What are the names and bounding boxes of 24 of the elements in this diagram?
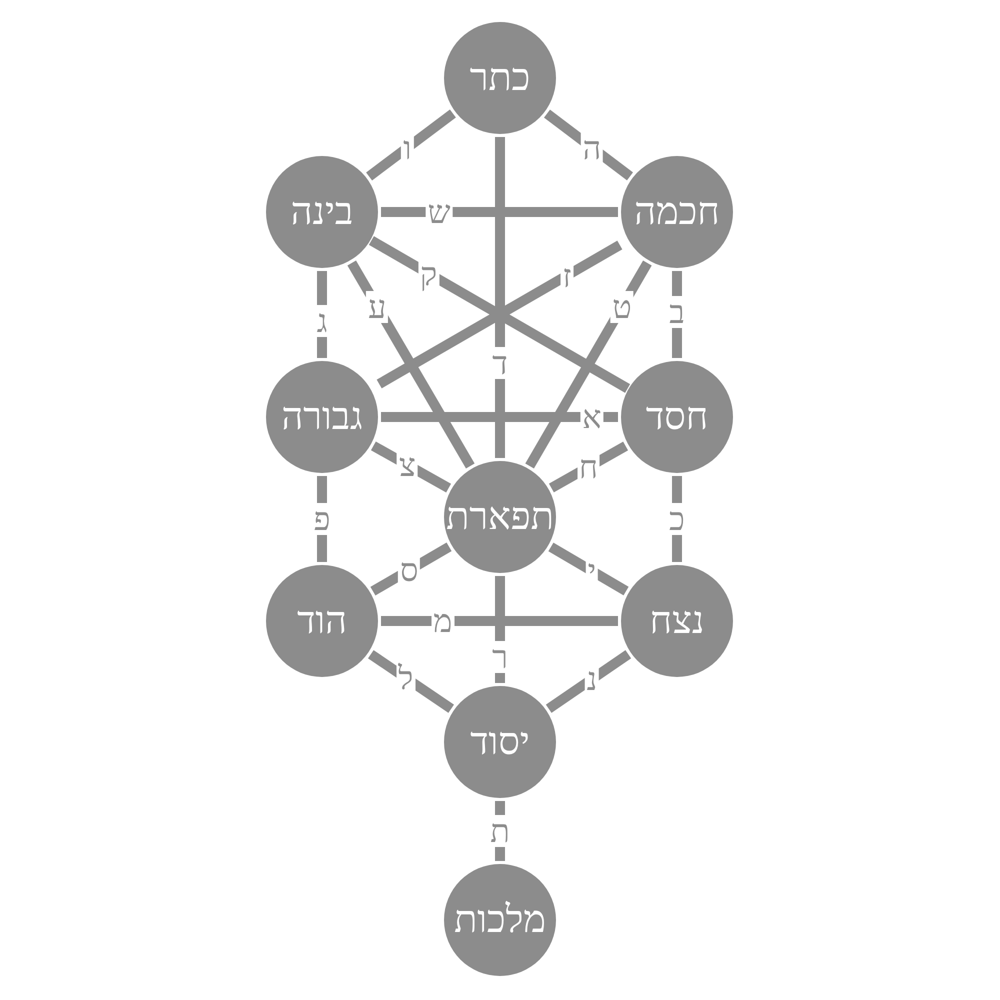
circle-node: כתר bbox=[444, 22, 556, 134]
circle-node: נצח bbox=[621, 565, 733, 677]
circle-node: בינה bbox=[266, 156, 378, 268]
edge-label: ה bbox=[580, 132, 604, 164]
connector-line bbox=[381, 207, 618, 217]
circle-node: הוד bbox=[266, 565, 378, 677]
connector-line bbox=[495, 137, 505, 458]
edge-label: ט bbox=[610, 290, 634, 323]
circle-node: גבורה bbox=[266, 361, 378, 473]
circle-node: חסד bbox=[621, 361, 733, 473]
edge-label: ג bbox=[314, 304, 330, 337]
connector-line bbox=[525, 260, 652, 469]
connector-line bbox=[347, 260, 475, 469]
connector-line bbox=[368, 650, 454, 713]
circle-node: תפארת bbox=[444, 461, 556, 573]
circle-node: חכמה bbox=[621, 156, 733, 268]
circle-node: יסוד bbox=[444, 686, 556, 798]
connector-line bbox=[546, 650, 632, 713]
circle-node: מלכות bbox=[444, 864, 556, 976]
edge-label: ע bbox=[366, 290, 388, 323]
connector-line bbox=[381, 412, 618, 422]
connector-line bbox=[548, 542, 629, 596]
connector-line bbox=[366, 110, 456, 180]
connector-line bbox=[381, 616, 618, 626]
